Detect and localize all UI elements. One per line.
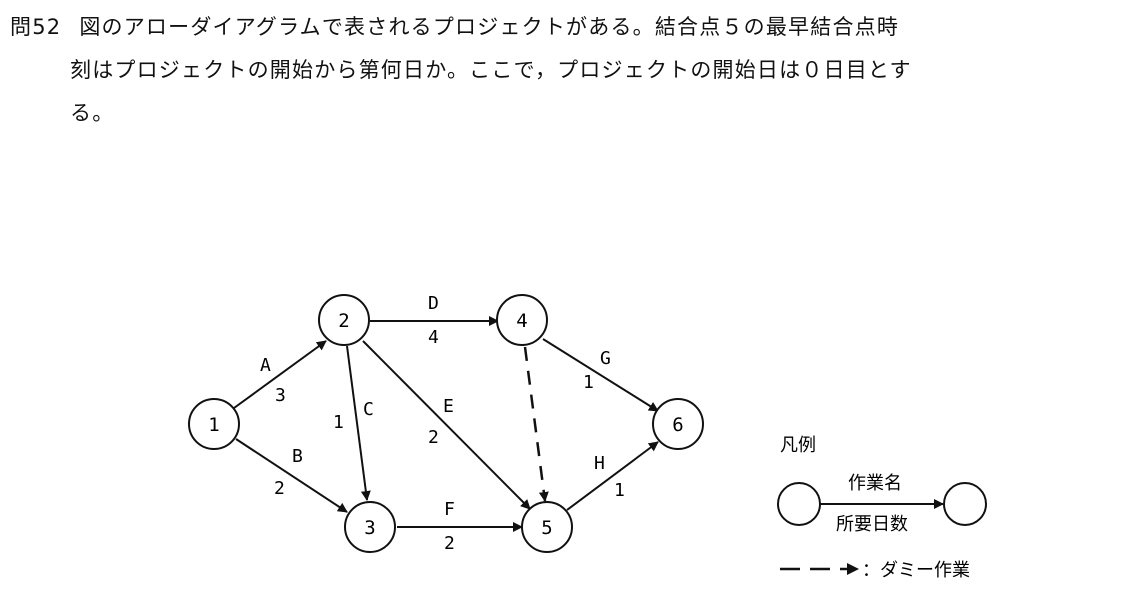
edge-G-name: G bbox=[600, 348, 611, 369]
edge-C-name: C bbox=[363, 399, 374, 420]
edge-labels: A 3 B 2 1 C D 4 E 2 F 2 G 1 H 1 bbox=[260, 293, 625, 554]
question-line-2: 刻はプロジェクトの開始から第何日か。ここで，プロジェクトの開始日は０日目とす bbox=[70, 58, 912, 82]
edge-B-name: B bbox=[292, 446, 303, 467]
question-line-3: る。 bbox=[70, 101, 115, 125]
edge-F-name: F bbox=[444, 499, 455, 520]
question-text-1: 図のアローダイアグラムで表されるプロジェクトがある。結合点５の最早結合点時 bbox=[79, 15, 900, 39]
edge-G-days: 1 bbox=[583, 372, 594, 393]
edge-F-days: 2 bbox=[444, 533, 455, 554]
edges bbox=[233, 316, 659, 532]
legend-title: 凡例 bbox=[780, 435, 816, 456]
nodes: 1 2 3 4 5 6 bbox=[188, 294, 704, 553]
edge-D-name: D bbox=[428, 293, 439, 314]
edge-B-days: 2 bbox=[274, 478, 285, 499]
node-2-circle bbox=[318, 294, 370, 346]
edge-E-days: 2 bbox=[428, 427, 439, 448]
legend-dummy-arrowhead-icon bbox=[847, 563, 859, 575]
edge-H-days: 1 bbox=[614, 480, 625, 501]
node-4-circle bbox=[496, 294, 548, 346]
legend-end-circle bbox=[943, 482, 987, 526]
legend-start-circle bbox=[777, 482, 821, 526]
legend-dummy-label: ：ダミー作業 bbox=[862, 560, 970, 581]
edge-C-line bbox=[346, 345, 371, 501]
edge-E-name: E bbox=[443, 396, 454, 417]
node-3-circle bbox=[344, 501, 396, 553]
edge-E-line bbox=[362, 340, 531, 510]
edge-A-days: 3 bbox=[275, 385, 286, 406]
legend-duration: 所要日数 bbox=[836, 514, 908, 535]
node-6-circle bbox=[652, 398, 704, 450]
question-number: 問52 bbox=[10, 15, 62, 39]
edge-A-line bbox=[233, 340, 327, 409]
edge-G-line bbox=[542, 338, 659, 412]
node-4-label: 4 bbox=[516, 310, 527, 332]
edge-B-line bbox=[235, 438, 348, 513]
node-1-label: 1 bbox=[208, 414, 219, 436]
question-block: 問52 図のアローダイアグラムで表されるプロジェクトがある。結合点５の最早結合点時… bbox=[10, 6, 1130, 135]
edge-C-days: 1 bbox=[333, 412, 344, 433]
node-3-label: 3 bbox=[364, 517, 375, 539]
legend-task-name: 作業名 bbox=[848, 473, 902, 494]
node-5-circle bbox=[521, 501, 573, 553]
edge-H-name: H bbox=[594, 453, 605, 474]
question-line-1: 問52 図のアローダイアグラムで表されるプロジェクトがある。結合点５の最早結合点時 bbox=[10, 6, 1130, 49]
edge-D-days: 4 bbox=[428, 327, 439, 348]
node-2-label: 2 bbox=[338, 310, 349, 332]
edge-A-name: A bbox=[260, 355, 271, 376]
edge-H-line bbox=[566, 441, 659, 511]
node-1-circle bbox=[188, 398, 240, 450]
node-6-label: 6 bbox=[672, 414, 683, 436]
edge-dummy-line bbox=[523, 346, 549, 502]
node-5-label: 5 bbox=[541, 517, 552, 539]
legend: 凡例 作業名 所要日数 ：ダミー作業 bbox=[777, 435, 987, 581]
